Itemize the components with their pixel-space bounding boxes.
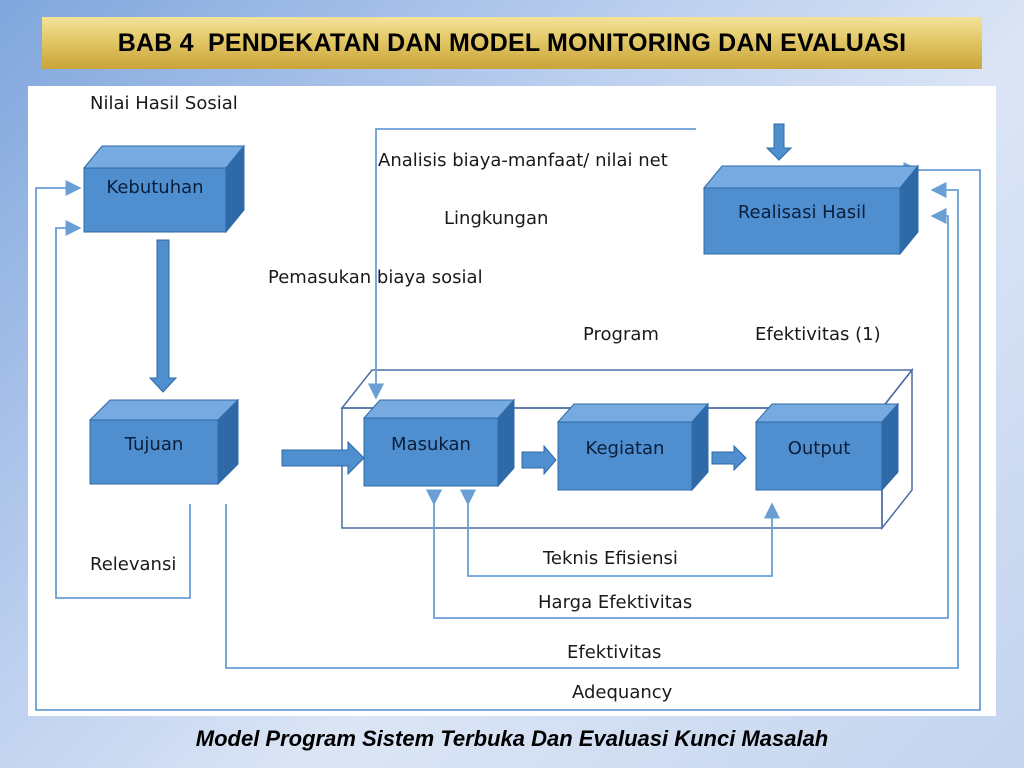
program-label: Program [583,324,659,345]
adequancy-label: Adequancy [572,682,673,703]
box-output: Output [754,402,900,492]
pemasukan-label: Pemasukan biaya sosial [268,267,483,288]
kegiatan-output-arrow [711,444,747,472]
nilai-hasil-sosial-label: Nilai Hasil Sosial [90,93,238,114]
analisis-label: Analisis biaya-manfaat/ nilai net [378,150,668,171]
efektivitas-1-label: Efektivitas (1) [755,324,881,345]
relevansi-label: Relevansi [90,554,176,575]
kebutuhan-tujuan-arrow [148,239,178,393]
slide-caption: Model Program Sistem Terbuka Dan Evaluas… [195,726,829,751]
tujuan-masukan-arrow [281,440,365,476]
feedback-lines [35,128,981,711]
analisis-line [367,128,696,400]
output-label: Output [788,438,851,459]
harga-efektivitas-line [425,207,949,619]
teknis-efisiensi-label: Teknis Efisiensi [542,548,678,569]
diagram-panel: Kebutuhan Tujuan Masukan Kegiatan Output [28,86,996,716]
masukan-kegiatan-arrow [521,444,557,476]
realisasi-down-arrow [765,123,793,161]
slide-title: BAB 4 PENDEKATAN DAN MODEL MONITORING DA… [117,28,907,57]
lingkungan-label: Lingkungan [444,208,548,229]
realisasi-label: Realisasi Hasil [738,202,866,223]
box-tujuan: Tujuan [88,398,240,486]
adequancy-line [35,161,981,711]
efektivitas-label: Efektivitas [567,642,661,663]
title-bar: BAB 4 PENDEKATAN DAN MODEL MONITORING DA… [42,17,982,69]
teknis-efisiensi-line [459,489,781,577]
tujuan-label: Tujuan [124,434,184,455]
box-realisasi: Realisasi Hasil [702,164,920,256]
box-kebutuhan: Kebutuhan [82,144,246,234]
block-arrows [148,123,793,476]
diagram-svg: Kebutuhan Tujuan Masukan Kegiatan Output [35,93,981,711]
harga-efektivitas-label: Harga Efektivitas [538,592,692,613]
masukan-label: Masukan [391,434,471,455]
kegiatan-label: Kegiatan [586,438,665,459]
efektivitas-line [225,181,959,669]
relevansi-line [55,219,191,599]
box-masukan: Masukan [362,398,516,488]
kebutuhan-label: Kebutuhan [106,177,203,198]
box-kegiatan: Kegiatan [556,402,710,492]
